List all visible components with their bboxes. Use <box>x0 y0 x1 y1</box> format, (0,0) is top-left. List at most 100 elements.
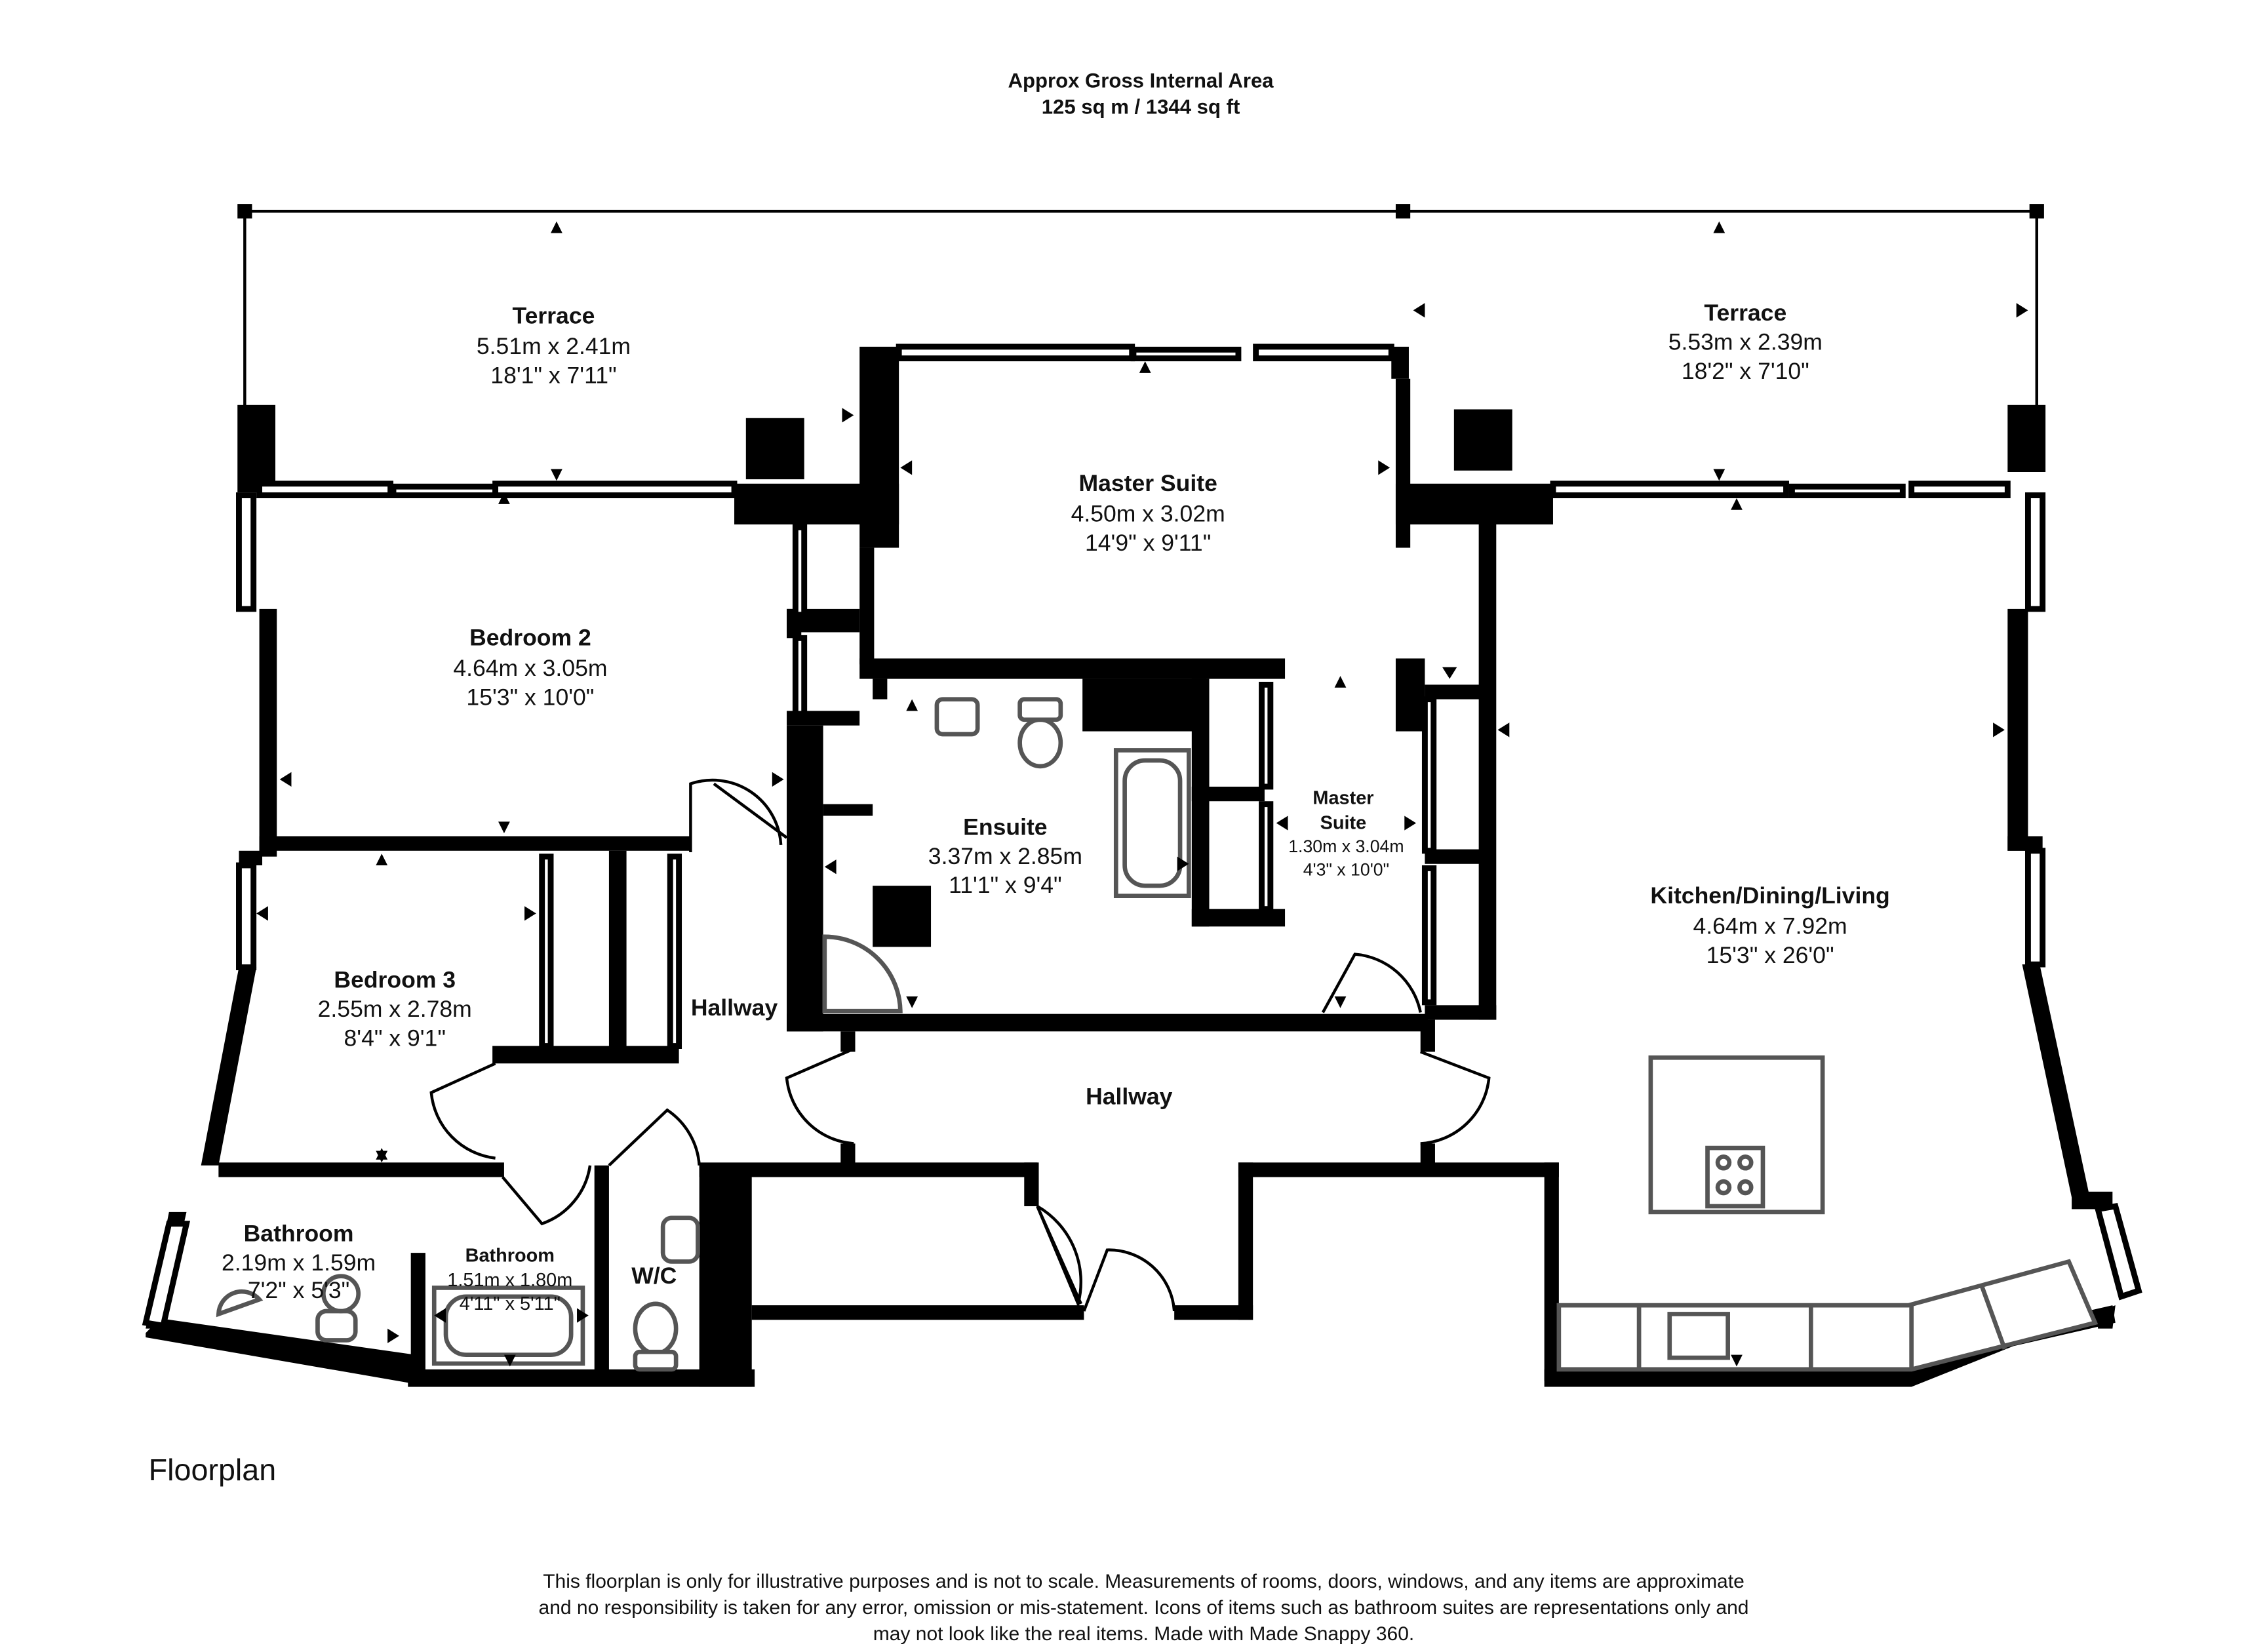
arrow-icon <box>1334 676 1347 688</box>
disclaimer-line-3: may not look like the real items. Made w… <box>873 1623 1414 1645</box>
room-imperial: 4'3" x 10'0" <box>1303 860 1389 880</box>
windows <box>142 344 2142 1329</box>
arrow-icon <box>906 996 918 1008</box>
floorplan-label: Floorplan <box>149 1453 277 1487</box>
wardrobe-doors <box>539 524 1437 1049</box>
arrow-icon <box>1139 361 1151 373</box>
room-name: Bathroom <box>244 1220 354 1246</box>
arrow-icon <box>842 408 854 423</box>
room-metric: 4.64m x 3.05m <box>453 655 607 681</box>
toilet-icon <box>1017 697 1063 722</box>
arrow-icon <box>279 772 292 787</box>
arrow-icon <box>1404 816 1417 831</box>
door-swings <box>429 778 1491 1312</box>
arrow-icon <box>551 469 562 481</box>
arrow-icon <box>1731 1354 1743 1367</box>
room-metric: 1.30m x 3.04m <box>1288 836 1404 856</box>
disclaimer-line-1: This floorplan is only for illustrative … <box>543 1571 1745 1592</box>
sink-icon <box>934 697 980 737</box>
arrow-icon <box>900 460 913 475</box>
room-name: Terrace <box>1704 300 1786 326</box>
toilet-icon <box>633 1301 679 1356</box>
arrow-icon <box>772 772 784 787</box>
room-imperial: 4'11" x 5'11" <box>460 1293 561 1314</box>
arrow-icon <box>434 1308 446 1323</box>
room-metric: 5.53m x 2.39m <box>1668 328 1823 355</box>
area-value: 125 sq m / 1344 sq ft <box>1042 95 1240 118</box>
sink-icon <box>660 1215 700 1264</box>
arrow-icon <box>551 221 562 233</box>
room-name: Ensuite <box>963 814 1047 840</box>
room-metric: 2.55m x 2.78m <box>318 996 472 1022</box>
arrow-icon <box>1177 856 1189 871</box>
arrow-icon <box>524 906 536 921</box>
room-imperial: 18'2" x 7'10" <box>1682 358 1809 384</box>
arrow-icon <box>1497 722 1510 738</box>
arrow-icon <box>376 1148 388 1160</box>
room-kitchen: Kitchen/Dining/Living 4.64m x 7.92m 15'3… <box>1650 882 1889 968</box>
arrow-icon <box>387 1328 399 1343</box>
terrace-boundary <box>237 204 2044 408</box>
room-imperial: 7'2" x 5'3" <box>248 1277 349 1303</box>
room-imperial: 15'3" x 26'0" <box>1706 942 1834 968</box>
disclaimer-line-2: and no responsibility is taken for any e… <box>539 1597 1749 1619</box>
room-imperial: 8'4" x 9'1" <box>344 1025 446 1052</box>
room-bathroom-large: Bathroom 2.19m x 1.59m 7'2" x 5'3" <box>222 1220 376 1303</box>
arrow-icon <box>1334 996 1347 1008</box>
arrow-icon <box>498 821 510 834</box>
arrow-icon <box>1413 303 1425 318</box>
room-wc: W/C <box>631 1263 677 1289</box>
arrow-icon <box>498 492 510 504</box>
room-bedroom-2: Bedroom 2 4.64m x 3.05m 15'3" x 10'0" <box>453 624 607 710</box>
room-bathroom-small: Bathroom 1.51m x 1.80m 4'11" x 5'11" <box>447 1245 572 1314</box>
arrow-icon <box>1713 469 1725 481</box>
arrow-icon <box>577 1308 589 1323</box>
room-imperial: 14'9" x 9'11" <box>1085 530 1211 556</box>
arrow-icon <box>1713 221 1725 233</box>
shower-icon <box>822 934 903 1013</box>
room-name: Kitchen/Dining/Living <box>1650 882 1889 909</box>
room-metric: 2.19m x 1.59m <box>222 1249 376 1276</box>
sink-icon <box>216 1289 264 1318</box>
room-metric: 3.37m x 2.85m <box>928 843 1082 869</box>
direction-arrows <box>256 221 2028 1367</box>
arrow-icon <box>2016 303 2028 318</box>
room-metric: 1.51m x 1.80m <box>447 1270 572 1291</box>
room-imperial: 15'3" x 10'0" <box>466 684 594 711</box>
room-name: Master Suite <box>1078 470 1217 496</box>
arrow-icon <box>1993 722 2005 738</box>
room-metric: 4.64m x 7.92m <box>1693 913 1847 939</box>
fixtures <box>216 697 2099 1372</box>
sink-icon <box>1667 1312 1730 1360</box>
room-metric: 4.50m x 3.02m <box>1071 501 1225 527</box>
room-name: Bedroom 2 <box>469 624 591 650</box>
arrow-icon <box>256 906 268 921</box>
room-terrace-left: Terrace 5.51m x 2.41m 18'1" x 7'11" <box>477 302 631 388</box>
room-ensuite: Ensuite 3.37m x 2.85m 11'1" x 9'4" <box>928 814 1082 898</box>
room-imperial: 11'1" x 9'4" <box>949 872 1062 898</box>
arrow-icon <box>503 1354 516 1367</box>
room-imperial: 18'1" x 7'11" <box>490 362 616 388</box>
arrow-icon <box>1416 1019 1428 1032</box>
arrow-icon <box>1442 667 1457 679</box>
room-name: Bedroom 3 <box>334 967 456 993</box>
room-bedroom-3: Bedroom 3 2.55m x 2.78m 8'4" x 9'1" <box>318 967 472 1052</box>
arrow-icon <box>1378 460 1390 475</box>
arrow-icon <box>1731 498 1743 510</box>
room-master-suite: Master Suite 4.50m x 3.02m 14'9" x 9'11" <box>1071 470 1225 556</box>
arrow-icon <box>1276 816 1288 831</box>
room-name-line1: Master <box>1312 788 1373 809</box>
area-title: Approx Gross Internal Area <box>1008 69 1274 92</box>
room-terrace-right: Terrace 5.53m x 2.39m 18'2" x 7'10" <box>1668 300 1823 384</box>
room-master-suite-small: Master Suite 1.30m x 3.04m 4'3" x 10'0" <box>1288 788 1404 880</box>
room-name-line2: Suite <box>1320 812 1367 833</box>
arrow-icon <box>376 854 388 865</box>
room-name: Terrace <box>513 302 595 328</box>
room-hallway-main: Hallway <box>1086 1083 1173 1109</box>
arrow-icon <box>824 859 837 875</box>
room-name: Bathroom <box>465 1245 555 1266</box>
hob-icon <box>1705 1145 1765 1209</box>
room-hallway-left: Hallway <box>691 994 778 1021</box>
arrow-icon <box>906 699 918 711</box>
